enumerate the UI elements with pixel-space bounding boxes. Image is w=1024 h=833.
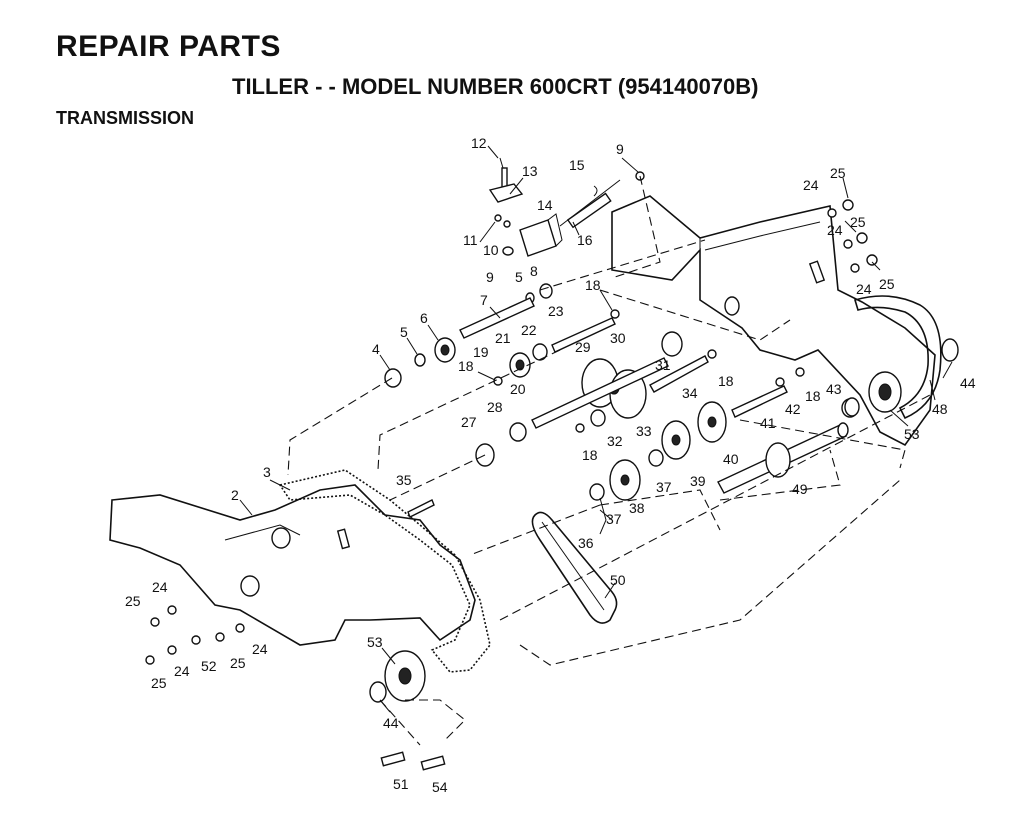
- callout-24: 24: [827, 222, 843, 238]
- shaft-23-assembly: [493, 309, 620, 386]
- callout-36: 36: [578, 535, 594, 551]
- callout-9: 9: [486, 269, 494, 285]
- callout-25: 25: [850, 214, 866, 230]
- assembly-guide-lines: [287, 175, 931, 746]
- section-title: TRANSMISSION: [56, 108, 195, 128]
- axle-49: [717, 422, 849, 494]
- callout-44: 44: [960, 375, 976, 391]
- callout-54: 54: [432, 779, 448, 795]
- callout-2: 2: [231, 487, 239, 503]
- callout-51: 51: [393, 776, 409, 792]
- callout-25: 25: [151, 675, 167, 691]
- callout-18: 18: [582, 447, 598, 463]
- hardware-left: [145, 605, 245, 665]
- callout-9: 9: [616, 141, 624, 157]
- callout-50: 50: [610, 572, 626, 588]
- sprocket-cluster-29-33: [531, 331, 717, 429]
- callout-42: 42: [785, 401, 801, 417]
- callout-38: 38: [629, 500, 645, 516]
- callout-24: 24: [152, 579, 168, 595]
- callout-25: 25: [879, 276, 895, 292]
- callout-23: 23: [548, 303, 564, 319]
- callout-21: 21: [495, 330, 511, 346]
- shift-mechanism: [488, 157, 645, 304]
- callout-15: 15: [569, 157, 585, 173]
- callout-25: 25: [230, 655, 246, 671]
- callout-7: 7: [480, 292, 488, 308]
- callout-37: 37: [656, 479, 672, 495]
- bolts-51-54: [380, 751, 446, 771]
- right-housing: [611, 195, 936, 447]
- callout-18: 18: [458, 358, 474, 374]
- callout-39: 39: [690, 473, 706, 489]
- leader-lines: [239, 145, 953, 713]
- callout-40: 40: [723, 451, 739, 467]
- callout-25: 25: [830, 165, 846, 181]
- callout-28: 28: [487, 399, 503, 415]
- callout-5: 5: [515, 269, 523, 285]
- callout-5: 5: [400, 324, 408, 340]
- callout-29: 29: [575, 339, 591, 355]
- callout-24: 24: [174, 663, 190, 679]
- callout-32: 32: [607, 433, 623, 449]
- callout-19: 19: [473, 344, 489, 360]
- callout-53: 53: [367, 634, 383, 650]
- callout-13: 13: [522, 163, 538, 179]
- callout-3: 3: [263, 464, 271, 480]
- callout-44: 44: [383, 715, 399, 731]
- callout-30: 30: [610, 330, 626, 346]
- callout-48: 48: [932, 401, 948, 417]
- callout-52: 52: [201, 658, 217, 674]
- shaft-41-assembly: [697, 367, 860, 443]
- callout-37: 37: [606, 511, 622, 527]
- callout-34: 34: [682, 385, 698, 401]
- callout-8: 8: [530, 263, 538, 279]
- callout-43: 43: [826, 381, 842, 397]
- callout-27: 27: [461, 414, 477, 430]
- callout-14: 14: [537, 197, 553, 213]
- callout-49: 49: [792, 481, 808, 497]
- callout-16: 16: [577, 232, 593, 248]
- hardware-right: [827, 199, 878, 273]
- callout-24: 24: [856, 281, 872, 297]
- callout-labels: 12 13 15 9 14 11 10 16 9 5 8 7 6 5 4 18 …: [125, 135, 976, 795]
- callout-11: 11: [463, 232, 478, 248]
- callout-6: 6: [420, 310, 428, 326]
- bolt-35: [407, 499, 435, 518]
- sprockets-38-39: [589, 420, 691, 501]
- callout-18: 18: [718, 373, 734, 389]
- shaft-7-assembly: [384, 297, 535, 388]
- callout-20: 20: [510, 381, 526, 397]
- callout-41: 41: [760, 415, 776, 431]
- page-title: REPAIR PARTS: [56, 30, 281, 63]
- model-subtitle: TILLER - - MODEL NUMBER 600CRT (95414007…: [232, 74, 759, 99]
- callout-18: 18: [585, 277, 601, 293]
- callout-4: 4: [372, 341, 380, 357]
- callout-53: 53: [904, 426, 920, 442]
- chain-50: [531, 511, 618, 624]
- callout-22: 22: [521, 322, 537, 338]
- callout-18: 18: [805, 388, 821, 404]
- left-chain-cover: [278, 469, 491, 703]
- callout-31: 31: [655, 357, 671, 373]
- callout-24: 24: [252, 641, 268, 657]
- callout-35: 35: [396, 472, 412, 488]
- callout-25: 25: [125, 593, 141, 609]
- callout-12: 12: [471, 135, 487, 151]
- callout-10: 10: [483, 242, 499, 258]
- callout-33: 33: [636, 423, 652, 439]
- left-housing: [109, 484, 476, 646]
- callout-24: 24: [803, 177, 819, 193]
